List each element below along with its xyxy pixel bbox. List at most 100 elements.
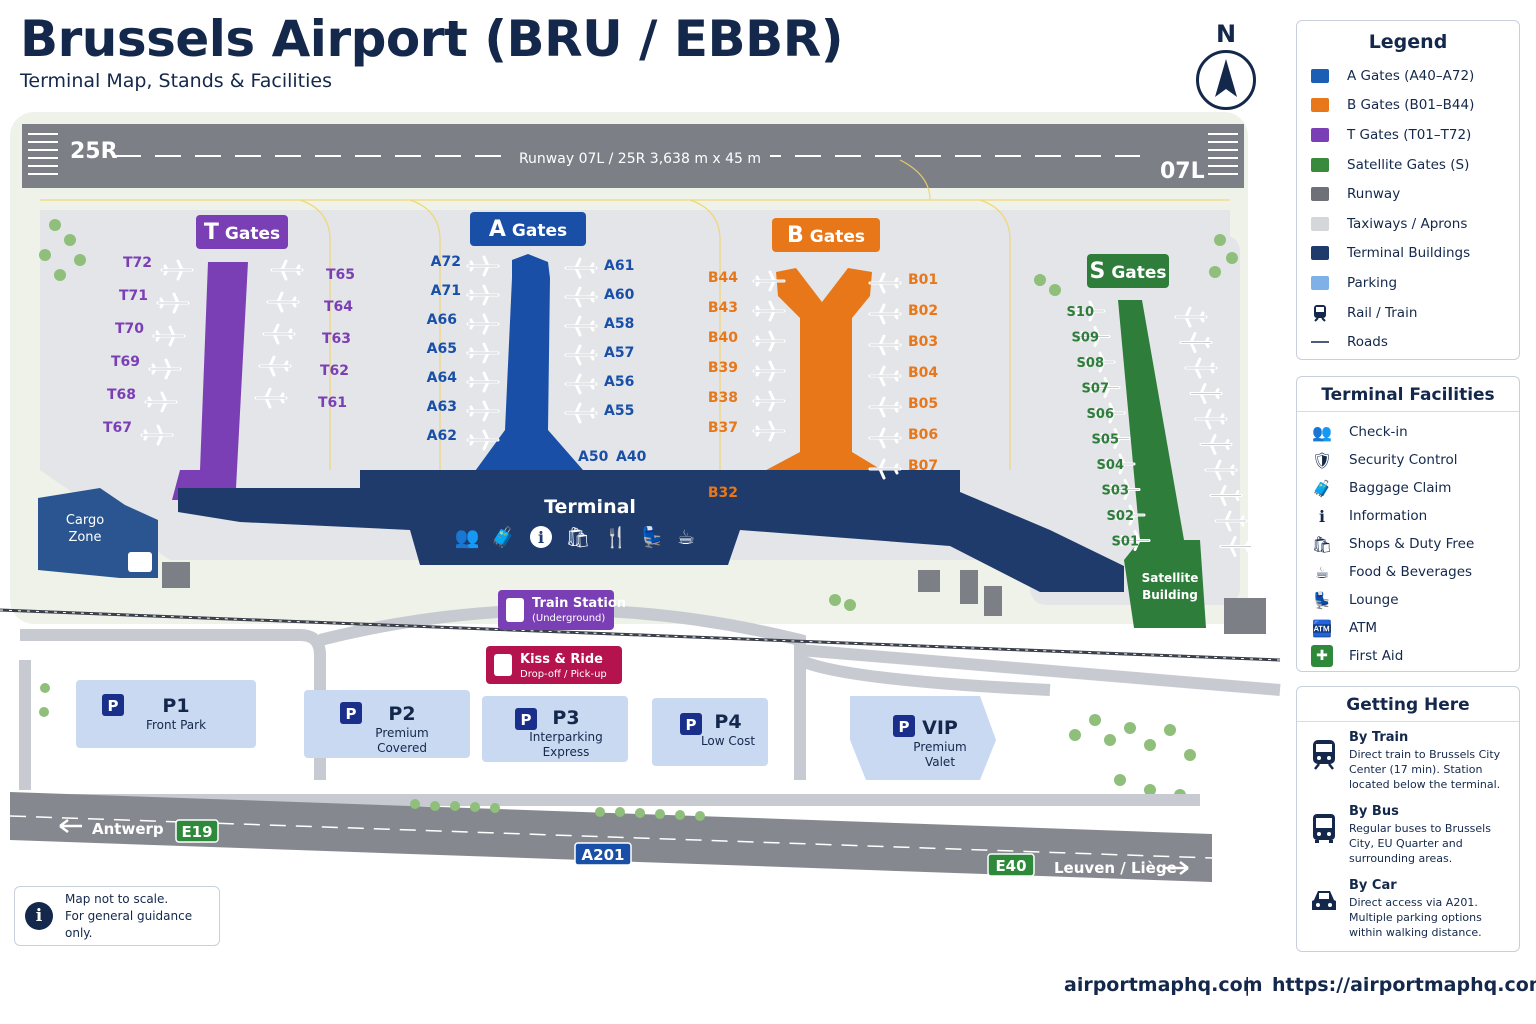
road-shield-a201-text: A201 (582, 846, 625, 864)
road-label-leuven: Leuven / Liège (1054, 859, 1177, 877)
t-gates-pier (172, 262, 248, 500)
aircraft-icon (466, 342, 500, 364)
gate-label-t68: T68 (107, 387, 136, 403)
facility-item: 🏧ATM (1311, 614, 1505, 642)
legend-item-label: Runway (1347, 186, 1401, 203)
gate-label-b07: B07 (908, 458, 938, 474)
facility-item: 🛡 Security Control (1311, 446, 1505, 474)
gate-label-b05: B05 (908, 396, 938, 412)
luggage-icon: 🧳 (491, 525, 516, 549)
getting-here-text: located below the terminal. (1349, 778, 1501, 791)
facility-item: 🧳Baggage Claim (1311, 474, 1505, 502)
gate-label-s01: S01 (1112, 535, 1139, 550)
parking-description: Low Cost (701, 734, 755, 748)
footer-site[interactable]: airportmaphq.com (1064, 974, 1263, 996)
road-shield-a201 (574, 842, 632, 866)
runway-threshold-right (1208, 133, 1238, 175)
gate-label-a72: A72 (431, 254, 461, 270)
aircraft-icon (466, 255, 500, 277)
parking-description: Premium (913, 740, 966, 754)
footer-separator: | (1244, 974, 1251, 996)
aircraft-icon (868, 396, 902, 418)
facility-label: Security Control (1349, 452, 1458, 468)
aircraft-icon (1077, 326, 1111, 347)
facility-item: ✚First Aid (1311, 642, 1505, 670)
gate-label-a64: A64 (427, 370, 458, 386)
gate-label-b38: B38 (708, 390, 738, 406)
getting-here-title: By Train (1349, 730, 1409, 745)
parking-description: Premium (375, 726, 428, 740)
aircraft-icon (156, 292, 190, 314)
parking-icon (102, 694, 124, 716)
legend-item: B Gates (B01–B44) (1311, 91, 1505, 121)
coffee-cup-icon: ☕ (677, 525, 695, 549)
gate-label-a56: A56 (604, 374, 634, 390)
page-title: Brussels Airport (BRU / EBBR) (20, 10, 844, 68)
getting-here-title: By Bus (1349, 804, 1399, 819)
page-subtitle: Terminal Map, Stands & Facilities (20, 70, 332, 92)
compass: N (1194, 20, 1258, 110)
info-icon: i (25, 902, 53, 930)
gate-label-a63: A63 (427, 399, 457, 415)
legend-swatch (1311, 98, 1329, 113)
footer-url[interactable]: https://airportmaphq.com/ (1272, 974, 1536, 996)
kiss-and-ride-subtitle: Drop-off / Pick-up (520, 669, 607, 680)
check-in-icon: 👥 (455, 525, 480, 549)
aircraft-icon (1072, 300, 1106, 322)
legend-item: Runway (1311, 179, 1505, 209)
legend-swatch (1311, 187, 1329, 202)
s-gates-word: Gates (1111, 263, 1166, 283)
facility-label: Information (1349, 508, 1428, 524)
getting-here-text: surrounding areas. (1349, 852, 1453, 865)
facility-item: 💺Lounge (1311, 586, 1505, 614)
aircraft-icon (1087, 377, 1121, 398)
legend-item-label: Taxiways / Aprons (1347, 215, 1468, 232)
parking-icon-letter: P (899, 718, 910, 736)
legend-item: A Gates (A40–A72) (1311, 61, 1505, 91)
aircraft-icon (752, 390, 786, 412)
legend-item: Terminal Buildings (1311, 239, 1505, 269)
parking-description: Front Park (146, 718, 206, 732)
gate-label-b04: B04 (908, 365, 938, 381)
parking-icon (515, 708, 537, 730)
road-shield-e19 (175, 819, 219, 843)
compass-arrow-icon (1215, 59, 1237, 97)
legend-item-label: A Gates (A40–A72) (1347, 67, 1475, 84)
aircraft-icon (1219, 536, 1253, 557)
legend-swatch (1311, 68, 1329, 83)
train-station[interactable]: Train Station(Underground) (498, 590, 626, 630)
train-station-title: Train Station (532, 596, 626, 611)
legend-title: Legend (1368, 31, 1448, 53)
shield-icon: 🛡 (1311, 450, 1333, 470)
facilities-title: Terminal Facilities (1297, 385, 1519, 412)
facility-label: Check-in (1349, 424, 1408, 440)
service-building (984, 586, 1002, 616)
first-aid-icon: ✚ (1311, 645, 1333, 667)
legend-item-label: Terminal Buildings (1347, 245, 1471, 262)
aircraft-icon (148, 358, 182, 380)
parking-code: P2 (388, 703, 415, 725)
facility-label: ATM (1349, 620, 1378, 636)
parking-code: VIP (922, 717, 958, 739)
b-gates-pier (740, 268, 905, 484)
aircraft-icon (466, 371, 500, 393)
gate-label-t62: T62 (320, 363, 349, 379)
legend-item: Rail / Train (1311, 298, 1505, 328)
food-icon: 🍴 (604, 525, 629, 549)
aircraft-icon (140, 424, 174, 446)
runway-end-left: 25R (70, 139, 118, 164)
legend-panel: Legend A Gates (A40–A72) B Gates (B01–B44… (1296, 20, 1520, 360)
map-labels: T72T71T70T69T68T67T65T64T63T62T61A72A71A… (59, 212, 1189, 877)
